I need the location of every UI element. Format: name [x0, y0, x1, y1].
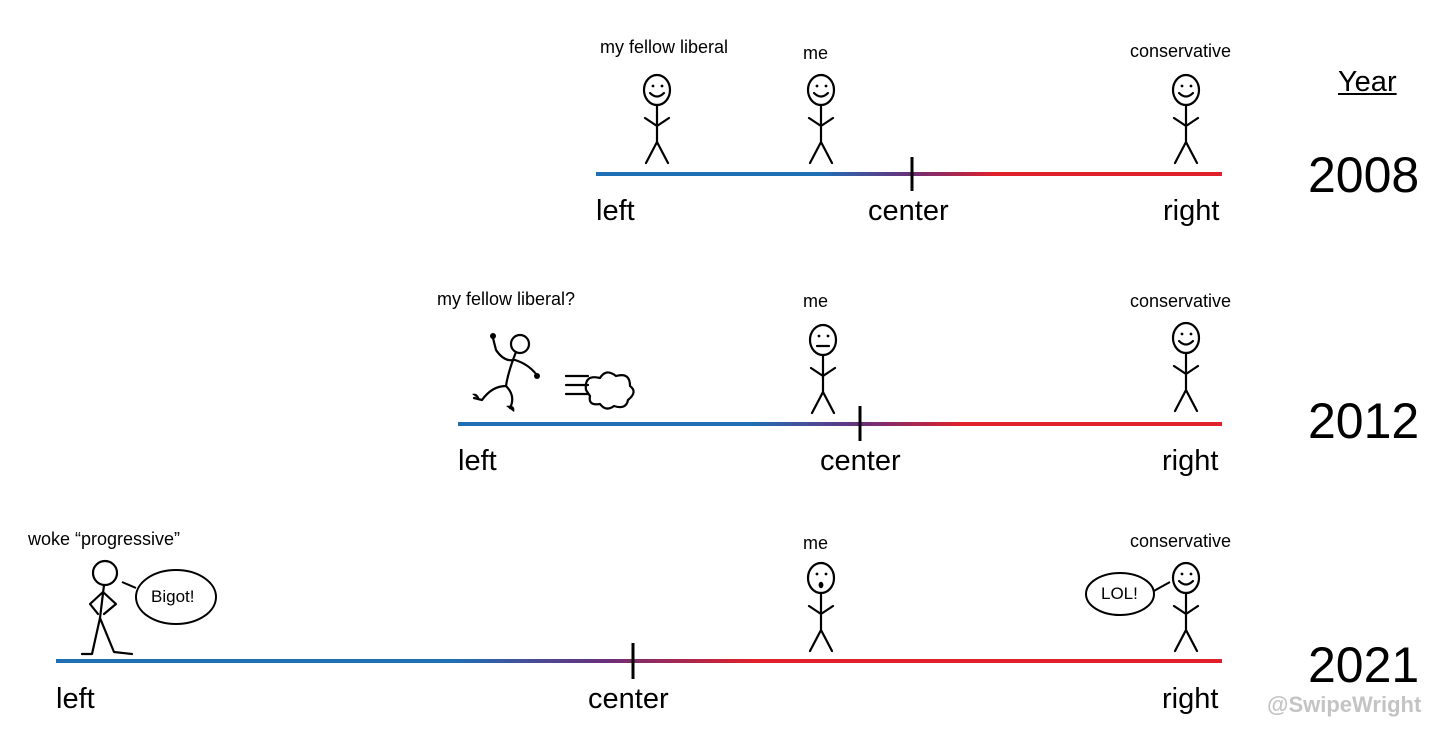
fellow-liberal-stick-figure-2008: [642, 73, 672, 165]
axis-left-label-2021: left: [56, 683, 95, 715]
woke-stick-figure-2021: [80, 559, 134, 656]
me-stick-figure-2008: [806, 73, 836, 165]
watermark-handle: @SwipeWright: [1267, 692, 1422, 717]
conservative-label-2008: conservative: [1130, 41, 1232, 61]
me-stick-figure-2012: [808, 323, 838, 415]
me-label-2021: me: [803, 533, 829, 553]
running-stick-figure-2012: [472, 333, 540, 412]
me-label-2012: me: [803, 291, 829, 311]
bigot-bubble-text: Bigot!: [151, 587, 195, 606]
axis-center-label-2012: center: [820, 445, 901, 477]
axis-center-label-2008: center: [868, 195, 949, 227]
me-stick-figure-2021: [806, 561, 836, 653]
lol-speech-bubble: [1085, 572, 1171, 616]
axis-right-label-2008: right: [1163, 195, 1220, 227]
fellow-label-2008: my fellow liberal: [600, 37, 729, 57]
year-2012: 2012: [1308, 393, 1420, 449]
year-2008: 2008: [1308, 147, 1420, 203]
axis-center-label-2021: center: [588, 683, 669, 715]
year-column-header: Year: [1338, 66, 1397, 98]
lol-bubble-text: LOL!: [1101, 584, 1138, 603]
year-2021: 2021: [1308, 637, 1420, 693]
conservative-label-2012: conservative: [1130, 291, 1232, 311]
axis-right-label-2021: right: [1162, 683, 1219, 715]
bigot-speech-bubble: [121, 569, 217, 625]
fellow-label-2012: my fellow liberal?: [437, 289, 576, 309]
conservative-stick-figure-2021: [1171, 561, 1201, 653]
axis-left-label-2008: left: [596, 195, 635, 227]
conservative-stick-figure-2012: [1171, 321, 1201, 413]
conservative-stick-figure-2008: [1171, 73, 1201, 165]
dust-cloud-icon: [564, 371, 635, 410]
axis-right-label-2012: right: [1162, 445, 1219, 477]
woke-label-2021: woke “progressive”: [28, 529, 181, 549]
conservative-label-2021: conservative: [1130, 531, 1232, 551]
me-label-2008: me: [803, 43, 829, 63]
axis-left-label-2012: left: [458, 445, 497, 477]
